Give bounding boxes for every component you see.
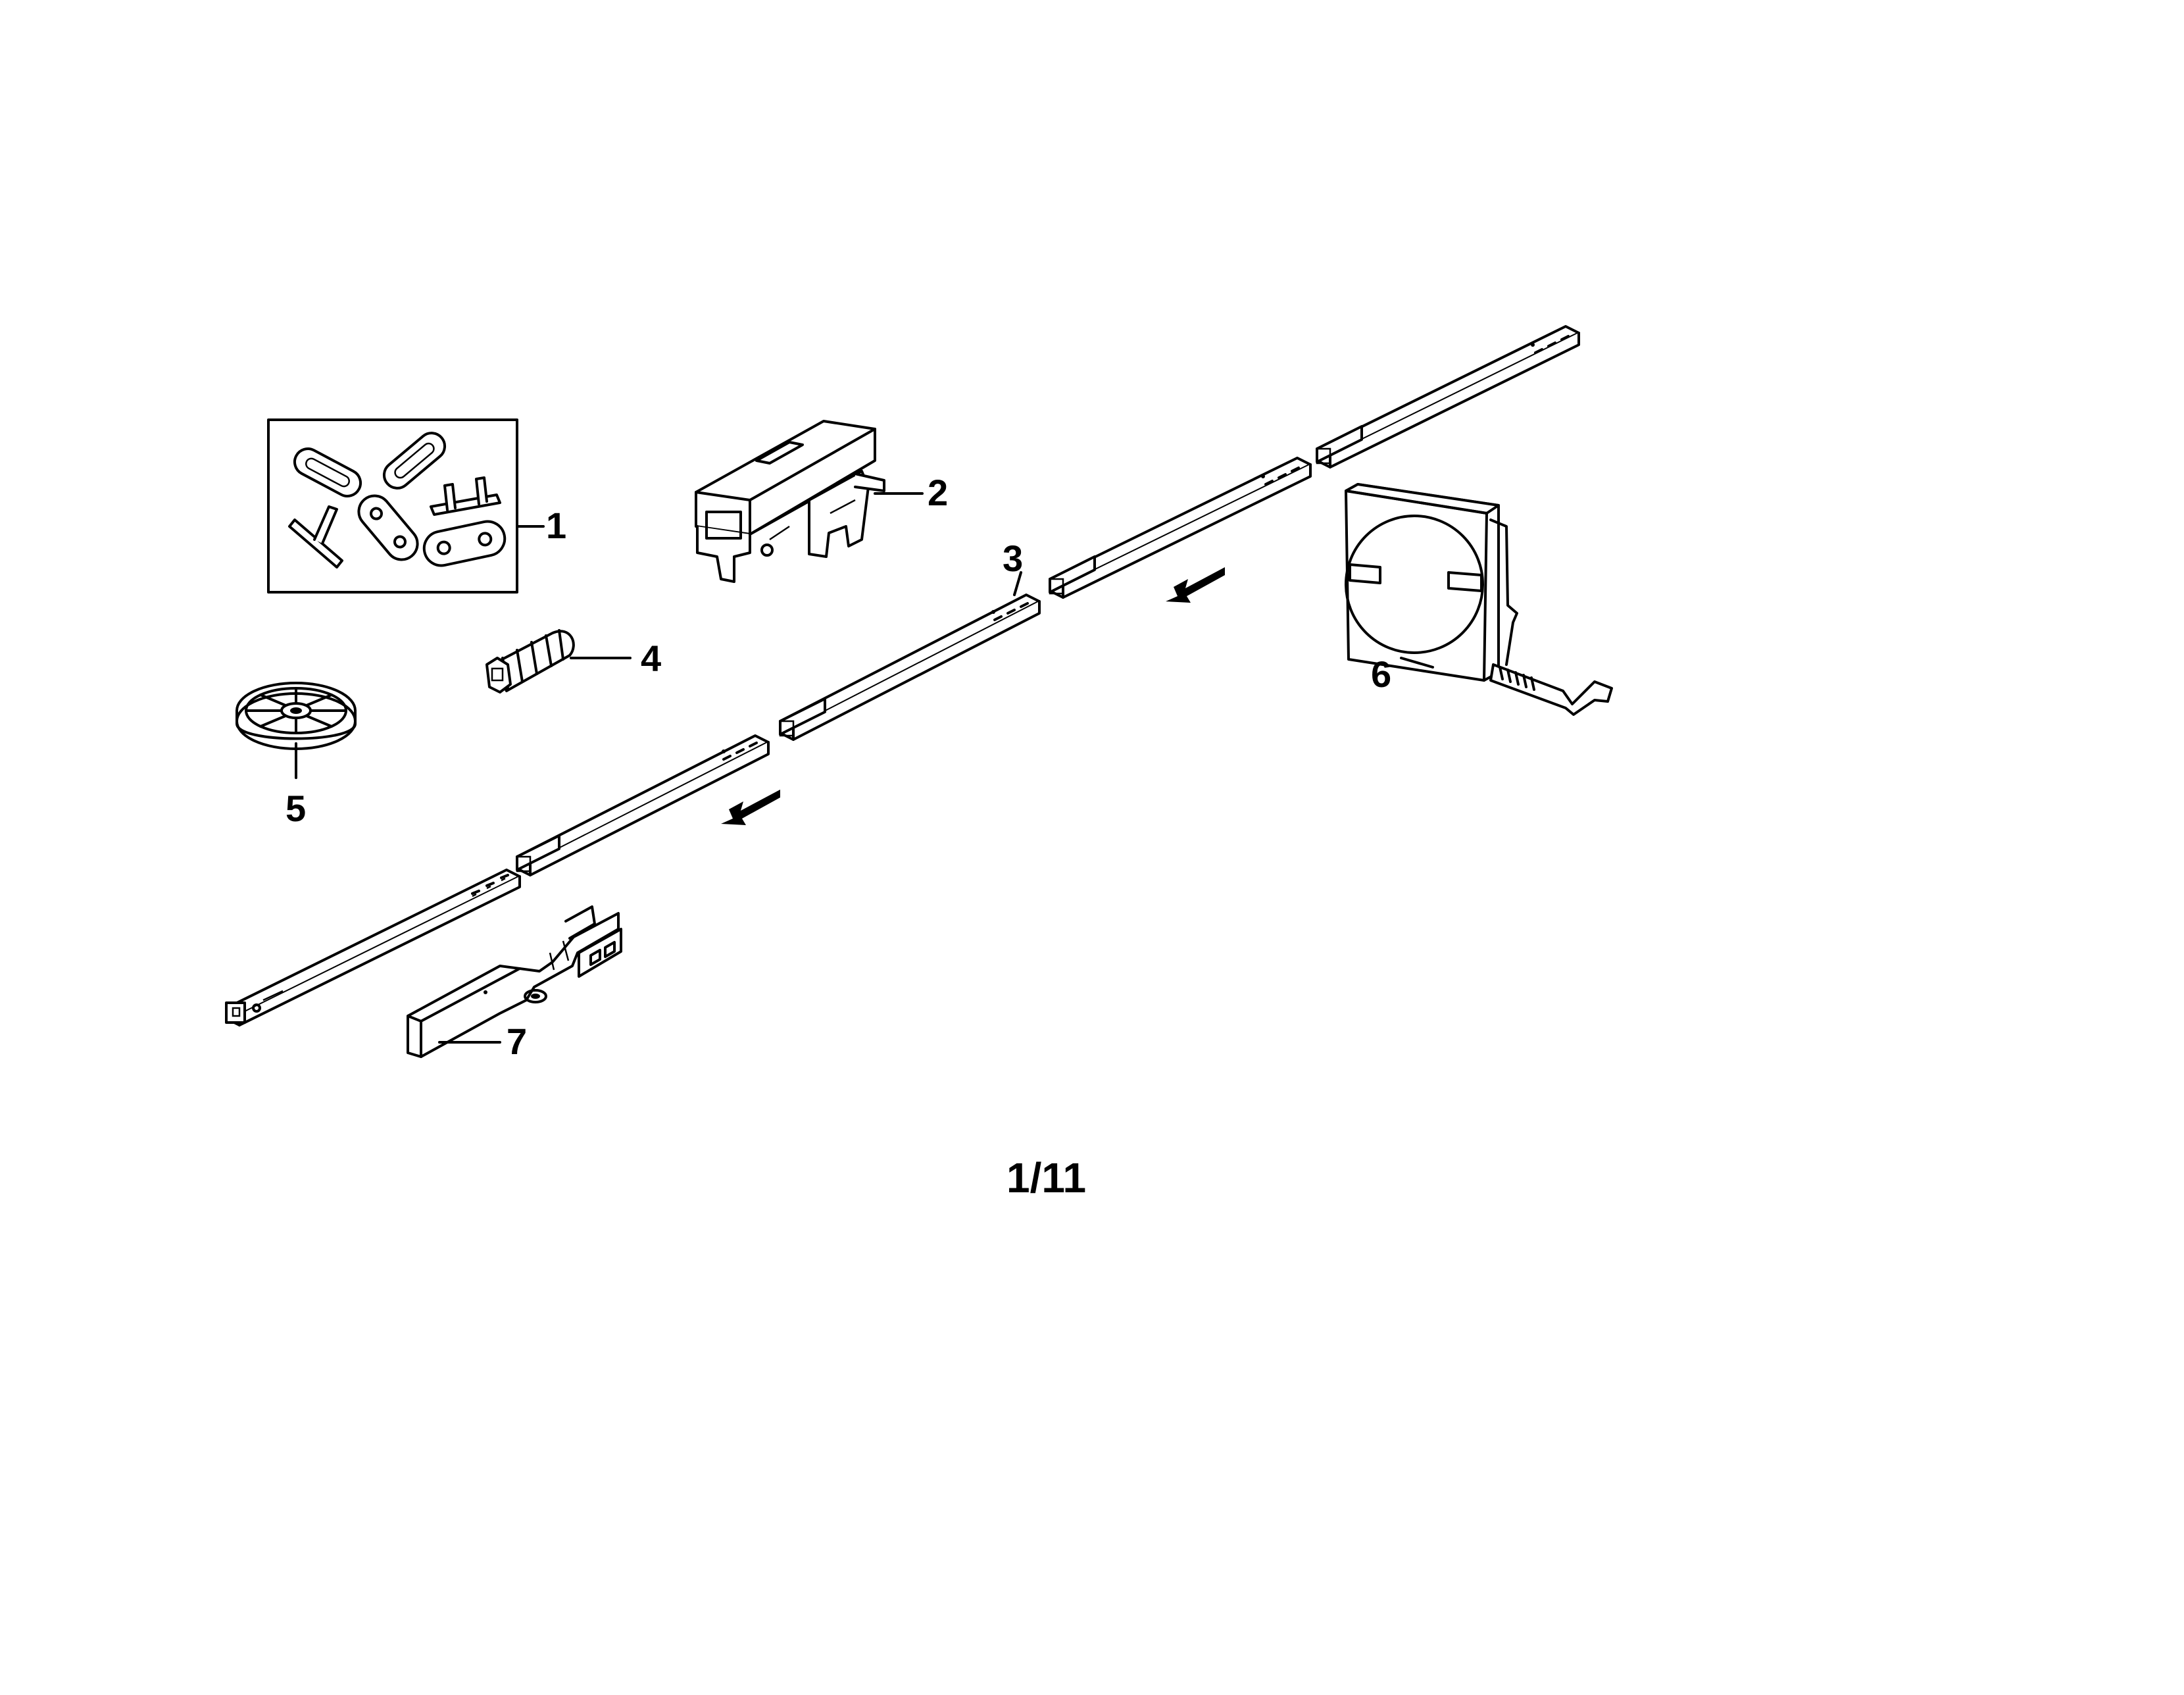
callout-3: 3 bbox=[1003, 538, 1023, 579]
callout-6: 6 bbox=[1371, 653, 1391, 695]
callout-5: 5 bbox=[285, 788, 306, 829]
callout-4: 4 bbox=[641, 638, 661, 679]
chain-box-icon bbox=[1345, 483, 1613, 716]
page-number: 1/11 bbox=[1006, 1154, 1086, 1202]
trolley-icon bbox=[695, 420, 924, 583]
rail-section-icon bbox=[225, 325, 1580, 1026]
callout-2: 2 bbox=[928, 472, 948, 513]
direction-arrow-icon bbox=[1166, 567, 1225, 603]
bracket-icon bbox=[407, 905, 622, 1058]
pulley-icon bbox=[236, 682, 357, 779]
cap-plug-icon bbox=[485, 629, 632, 694]
direction-arrow-icon bbox=[721, 790, 780, 825]
callout-1: 1 bbox=[546, 505, 566, 546]
chain-links-kit-icon bbox=[267, 418, 545, 594]
callout-7: 7 bbox=[507, 1021, 527, 1062]
